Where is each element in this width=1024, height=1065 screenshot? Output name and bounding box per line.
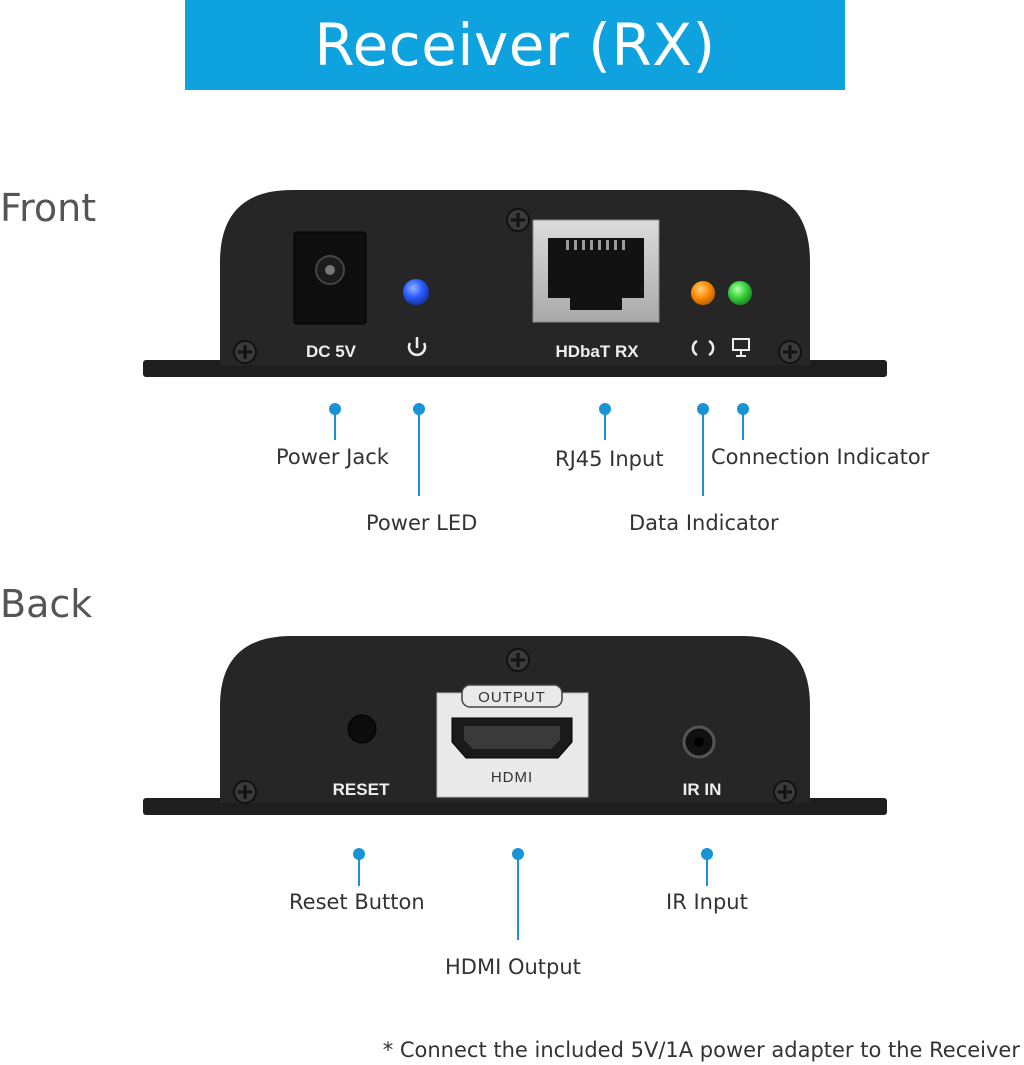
callout-dot [329, 403, 341, 415]
hdbt-label: HDbaT RX [555, 342, 639, 361]
callout-dot [512, 848, 524, 860]
reset-button [347, 714, 377, 744]
front-body [220, 190, 810, 365]
data-led [691, 281, 715, 305]
power-led [403, 279, 429, 305]
callout-connection-indicator: Connection Indicator [711, 445, 930, 469]
title-banner: Receiver (RX) [185, 0, 845, 90]
callout-rj45-input: RJ45 Input [555, 447, 664, 471]
output-label: OUTPUT [478, 689, 546, 706]
link-led [728, 281, 752, 305]
callout-dot [353, 848, 365, 860]
hdmi-label: HDMI [491, 769, 533, 786]
data-sync-icon [691, 339, 715, 357]
callout-power-led: Power LED [366, 511, 478, 535]
power-icon [407, 337, 427, 357]
callout-dot [697, 403, 709, 415]
callout-power-jack: Power Jack [276, 445, 389, 469]
reset-label: RESET [333, 780, 390, 799]
callout-data-indicator: Data Indicator [629, 511, 779, 535]
footnote: * Connect the included 5V/1A power adapt… [382, 1038, 1020, 1062]
callout-hdmi-output: HDMI Output [445, 955, 581, 979]
callout-ir-input: IR Input [666, 890, 748, 914]
callout-dot [701, 848, 713, 860]
callout-dot [413, 403, 425, 415]
callout-reset-button: Reset Button [289, 890, 425, 914]
callout-dot [737, 403, 749, 415]
front-section-title: Front [0, 186, 97, 230]
dc-label: DC 5V [306, 342, 357, 361]
back-section-title: Back [0, 582, 93, 626]
page-title: Receiver (RX) [314, 11, 716, 79]
network-link-icon [732, 338, 750, 357]
callout-dot [599, 403, 611, 415]
ir-label: IR IN [683, 780, 722, 799]
